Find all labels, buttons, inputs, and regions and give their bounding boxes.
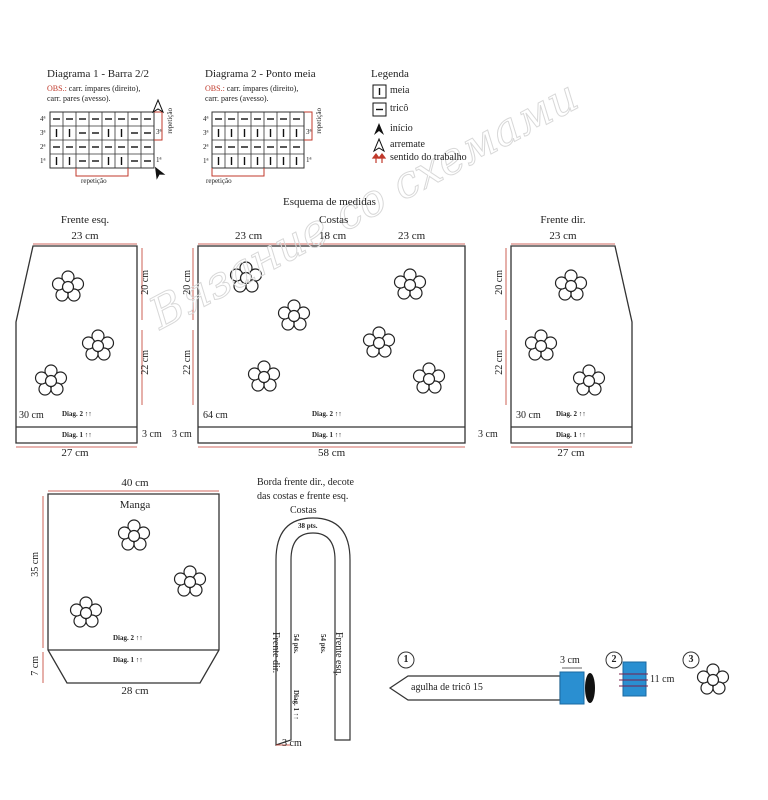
costas-bottom: 58 cm	[318, 447, 346, 459]
step2-size: 11 cm	[650, 674, 675, 685]
legend-item-arremate: arremate	[390, 139, 425, 150]
frente-esq-left-mid: 30 cm	[19, 410, 44, 421]
legend-item-meia: meia	[390, 85, 410, 96]
diagram1-side-mark-1: 1ª	[156, 156, 162, 164]
diagram2-grid	[211, 111, 313, 177]
costas-left-band: 3 cm	[172, 429, 192, 440]
frente-dir-left-lower: 22 cm	[494, 350, 505, 375]
step3-number: 3	[688, 654, 694, 665]
diagram2-side-mark-3: 3ª	[306, 128, 312, 136]
diagram1-row-4: 4ª	[40, 115, 46, 123]
step1-label: agulha de tricô 15	[411, 682, 483, 693]
costas-diag1: Diag. 1 ↑↑	[312, 431, 342, 439]
frente-dir-top: 23 cm	[549, 230, 577, 242]
frente-dir-left-mid: 30 cm	[516, 410, 541, 421]
costas-top-mid: 18 cm	[319, 230, 347, 242]
frente-esq-diag2: Diag. 2 ↑↑	[62, 410, 92, 418]
diagram2-obs: OBS.: carr. ímpares (direito),	[205, 84, 298, 93]
frente-esq-right-band: 3 cm	[142, 429, 162, 440]
manga-top: 40 cm	[121, 477, 149, 489]
diagram1-obs-line1: carr. ímpares (direito),	[68, 84, 141, 93]
needle-illustration	[388, 651, 595, 705]
step1-size: 3 cm	[560, 655, 580, 666]
diagram1-side-mark-3: 3ª	[156, 128, 162, 136]
borda-pts-left: 54 pts.	[292, 634, 300, 654]
diagram2-row-2: 2ª	[203, 143, 209, 151]
frente-esq-top: 23 cm	[71, 230, 99, 242]
diagram1-row-2: 2ª	[40, 143, 46, 151]
schema-title: Esquema de medidas	[283, 196, 376, 208]
borda-costas: Costas	[290, 505, 317, 516]
frente-dir-shape	[505, 243, 633, 448]
frente-dir-left-upper: 20 cm	[494, 270, 505, 295]
costas-diag2: Diag. 2 ↑↑	[312, 410, 342, 418]
borda-bottom: 3 cm	[282, 738, 302, 749]
diagram1-obs-line2: carr. pares (avesso).	[47, 94, 111, 103]
frente-dir-title: Frente dir.	[540, 214, 586, 226]
legend-symbols	[371, 84, 387, 163]
frente-dir-bottom: 27 cm	[557, 447, 585, 459]
borda-diag1: Diag. 1 ↑↑	[292, 690, 300, 720]
borda-frente-esq: Frente esq.	[333, 632, 344, 676]
manga-bottom: 28 cm	[121, 685, 149, 697]
diagram1-obs-label: OBS.:	[47, 84, 67, 93]
diagram1-row-3: 3ª	[40, 129, 46, 137]
frente-dir-diag2: Diag. 2 ↑↑	[556, 410, 586, 418]
frente-esq-diag1: Diag. 1 ↑↑	[62, 431, 92, 439]
frente-esq-right-upper: 20 cm	[140, 270, 151, 295]
legend-item-sentido: sentido do trabalho	[390, 152, 467, 163]
costas-top-left: 23 cm	[235, 230, 263, 242]
diagram1-title: Diagrama 1 - Barra 2/2	[47, 68, 150, 80]
diagram2-title: Diagrama 2 - Ponto meia	[205, 68, 316, 80]
diagram2-repeat-side: repetição	[315, 108, 323, 134]
step2-number: 2	[611, 654, 617, 665]
diagram2-obs-line1: carr. ímpares (direito),	[226, 84, 299, 93]
frente-dir-left-band: 3 cm	[478, 429, 498, 440]
diagram2-row-1: 1ª	[203, 157, 209, 165]
costas-top-right: 23 cm	[398, 230, 426, 242]
costas-left-lower: 22 cm	[182, 350, 193, 375]
manga-diag1: Diag. 1 ↑↑	[113, 656, 143, 664]
diagram1-obs: OBS.: carr. ímpares (direito),	[47, 84, 140, 93]
costas-left-mid: 64 cm	[203, 410, 228, 421]
borda-pts-top: 38 pts.	[298, 522, 318, 530]
diagram1-row-1: 1ª	[40, 157, 46, 165]
borda-frente-dir: Frente dir.	[270, 632, 281, 674]
manga-left-upper: 35 cm	[30, 552, 41, 577]
diagram2-side-mark-1: 1ª	[306, 156, 312, 164]
borda-title-1: Borda frente dir., decote	[257, 477, 354, 488]
step1-number: 1	[403, 654, 409, 665]
costas-left-upper: 20 cm	[182, 270, 193, 295]
diagram1-repeat-side: repetição	[166, 108, 174, 134]
yarn-wrap-illustration	[605, 651, 648, 697]
frente-esq-right-lower: 22 cm	[140, 350, 151, 375]
manga-left-lower: 7 cm	[30, 656, 41, 676]
legend-item-inicio: início	[390, 123, 413, 134]
manga-title: Manga	[119, 499, 151, 511]
borda-pts-right: 54 pts.	[319, 634, 327, 654]
borda-title-2: das costas e frente esq.	[257, 491, 349, 502]
frente-dir-diag1: Diag. 1 ↑↑	[556, 431, 586, 439]
diagram1-repeat-bottom: repetição	[81, 177, 107, 185]
borda-shape	[275, 517, 351, 746]
diagram1-grid	[49, 98, 166, 180]
legend-title: Legenda	[371, 68, 409, 80]
diagram2-row-4: 4ª	[203, 115, 209, 123]
manga-shape	[42, 490, 220, 684]
diagram2-obs-line2: carr. pares (avesso).	[205, 94, 269, 103]
diagram2-row-3: 3ª	[203, 129, 209, 137]
diagram2-obs-label: OBS.:	[205, 84, 225, 93]
diagram2-repeat-bottom: repetição	[206, 177, 232, 185]
costas-title: Costas	[319, 214, 349, 226]
manga-diag2: Diag. 2 ↑↑	[113, 634, 143, 642]
legend-item-trico: tricô	[390, 103, 409, 114]
frente-esq-bottom: 27 cm	[61, 447, 89, 459]
frente-esq-title: Frente esq.	[60, 214, 110, 226]
